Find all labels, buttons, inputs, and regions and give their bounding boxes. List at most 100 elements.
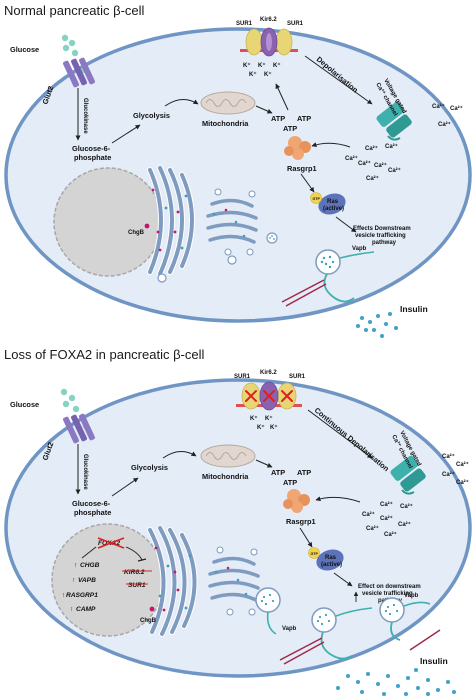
panel-normal: Normal pancreatic β-cell Glucose Glut2 G… — [4, 3, 472, 338]
arrow-to-glycolysis — [111, 477, 139, 497]
glucose-label: Glucose — [10, 400, 39, 409]
foxa2-to-genes-line — [81, 546, 97, 559]
insulin-granules — [356, 312, 398, 338]
cytoplasmic-vesicles — [157, 232, 278, 283]
glucose-molecules — [61, 34, 88, 74]
svg-text:K⁺: K⁺ — [243, 62, 251, 69]
svg-text:Ca²⁺: Ca²⁺ — [450, 105, 463, 112]
arrow-rasgrp1-to-ras — [299, 527, 313, 548]
svg-text:↑: ↑ — [72, 577, 75, 584]
gene-rasgrp1: RASGRP1 — [66, 592, 98, 599]
svg-text:Ca²⁺: Ca²⁺ — [384, 531, 397, 538]
k-ions: K⁺ K⁺ K⁺ K⁺ — [250, 415, 278, 431]
panel-title: Normal pancreatic β-cell — [4, 3, 145, 18]
downregulated-genes: KIR6.2 SUR1 — [122, 569, 152, 589]
panel-title: Loss of FOXA2 in pancreatic β-cell — [4, 347, 205, 362]
depolarisation-arrow — [307, 409, 373, 459]
svg-text:Ca²⁺: Ca²⁺ — [358, 160, 371, 167]
svg-text:K⁺: K⁺ — [249, 71, 257, 78]
svg-text:K⁺: K⁺ — [273, 62, 281, 69]
mitochondria-label: Mitochondria — [202, 472, 249, 481]
rasgrp1-protein — [284, 136, 311, 160]
svg-text:K⁺: K⁺ — [264, 71, 272, 78]
foxa2-inhibit-line — [125, 546, 143, 561]
arrow-ras-to-effects — [335, 216, 357, 233]
svg-text:Ca²⁺: Ca²⁺ — [380, 501, 393, 508]
depolarisation-arrow — [304, 55, 373, 105]
g6p-label-2: phosphate — [74, 153, 111, 162]
svg-text:Ca²⁺: Ca²⁺ — [432, 103, 445, 110]
arrow-ras-to-effects — [333, 572, 353, 587]
atp-label-3: ATP — [283, 124, 297, 133]
effects-label-2: vesicle trafficking — [362, 591, 413, 597]
chgb-label: ChgB — [128, 230, 145, 236]
sur1-left-label: SUR1 — [236, 21, 253, 27]
membrane-fusion-line — [279, 637, 323, 661]
mitochondria-organelle — [200, 444, 256, 468]
insulin-vesicle — [315, 249, 341, 275]
gene-chgb: CHGB — [80, 562, 100, 569]
svg-text:↑: ↑ — [70, 606, 73, 613]
voltage-gated-ca-channel — [390, 455, 426, 495]
svg-text:Ca²⁺: Ca²⁺ — [366, 175, 379, 182]
svg-text:Ca²⁺: Ca²⁺ — [374, 162, 387, 169]
arrow-atp-to-katp — [275, 83, 289, 111]
ras-label-2: (active) — [321, 562, 342, 568]
gene-kir62: KIR6.2 — [124, 569, 145, 576]
cytoplasmic-vesicles — [255, 587, 405, 633]
svg-text:K⁺: K⁺ — [250, 415, 258, 422]
er-ribosomes — [154, 546, 192, 612]
vesicle-traffick-path — [323, 273, 355, 303]
svg-text:Ca²⁺: Ca²⁺ — [388, 167, 401, 174]
svg-text:↑: ↑ — [62, 592, 65, 599]
katp-inhibited-cross — [245, 390, 293, 402]
vapb-label: Vapb — [282, 626, 297, 632]
gene-vapb: VAPB — [78, 577, 96, 584]
insulin-label: Insulin — [400, 304, 428, 314]
atp-label-1: ATP — [271, 468, 285, 477]
ca-ions-outside: Ca²⁺ Ca²⁺ Ca²⁺ — [432, 103, 463, 128]
ca-ions-inside: Ca²⁺ Ca²⁺ Ca²⁺ Ca²⁺ Ca²⁺ Ca²⁺ Ca²⁺ — [362, 501, 413, 538]
gene-camp: CAMP — [76, 606, 96, 613]
k-ions: K⁺ K⁺ K⁺ K⁺ K⁺ — [243, 62, 281, 78]
arrow-to-mitochondria — [164, 99, 199, 107]
svg-text:Ca²⁺: Ca²⁺ — [345, 155, 358, 162]
vapb-label: Vapb — [352, 246, 367, 252]
g6p-label-2: phosphate — [74, 508, 111, 517]
effects-label-3: pathway — [372, 240, 397, 246]
golgi-vesicles — [212, 188, 256, 256]
chgb-label: ChgB — [140, 618, 157, 624]
gene-sur1: SUR1 — [128, 582, 146, 589]
rasgrp1-label: Rasgrp1 — [286, 517, 316, 526]
svg-text:Ca²⁺: Ca²⁺ — [442, 471, 455, 478]
chgb-granule — [149, 606, 155, 612]
ras-active — [310, 192, 346, 215]
svg-text:K⁺: K⁺ — [265, 415, 273, 422]
svg-text:Ca²⁺: Ca²⁺ — [442, 453, 455, 460]
mitochondria-organelle — [200, 91, 256, 115]
ras-label-1: Ras — [327, 199, 339, 205]
golgi-apparatus — [206, 198, 258, 244]
endoplasmic-reticulum — [147, 525, 198, 637]
svg-text:K⁺: K⁺ — [257, 424, 265, 431]
svg-text:Ca²⁺: Ca²⁺ — [438, 121, 451, 128]
rasgrp1-protein — [283, 489, 310, 513]
glut2-transporter — [63, 57, 95, 88]
glycolysis-label: Glycolysis — [133, 111, 170, 120]
upregulated-genes: ↑ CHGB ↑ VAPB RASGRP1 ↑ ↑ CAMP — [62, 562, 100, 613]
arrow-rasgrp1-to-ras — [300, 173, 315, 193]
mitochondria-label: Mitochondria — [202, 119, 249, 128]
vapb-tether-mid — [335, 607, 373, 617]
katp-channel — [240, 27, 298, 57]
svg-text:K⁺: K⁺ — [258, 62, 266, 69]
nucleus — [53, 167, 163, 277]
kir-label: Kir6.2 — [260, 370, 277, 376]
glucose-label: Glucose — [10, 45, 39, 54]
svg-text:K⁺: K⁺ — [270, 424, 278, 431]
foxa2-deleted-cross — [97, 537, 125, 549]
panel-foxa2-loss: Loss of FOXA2 in pancreatic β-cell Gluco… — [4, 347, 472, 696]
sur1-left-label: SUR1 — [234, 374, 251, 380]
gtp-label: GTP — [311, 552, 319, 556]
ca-ions-inside: Ca²⁺ Ca²⁺ Ca²⁺ Ca²⁺ Ca²⁺ Ca²⁺ Ca²⁺ — [345, 143, 401, 182]
